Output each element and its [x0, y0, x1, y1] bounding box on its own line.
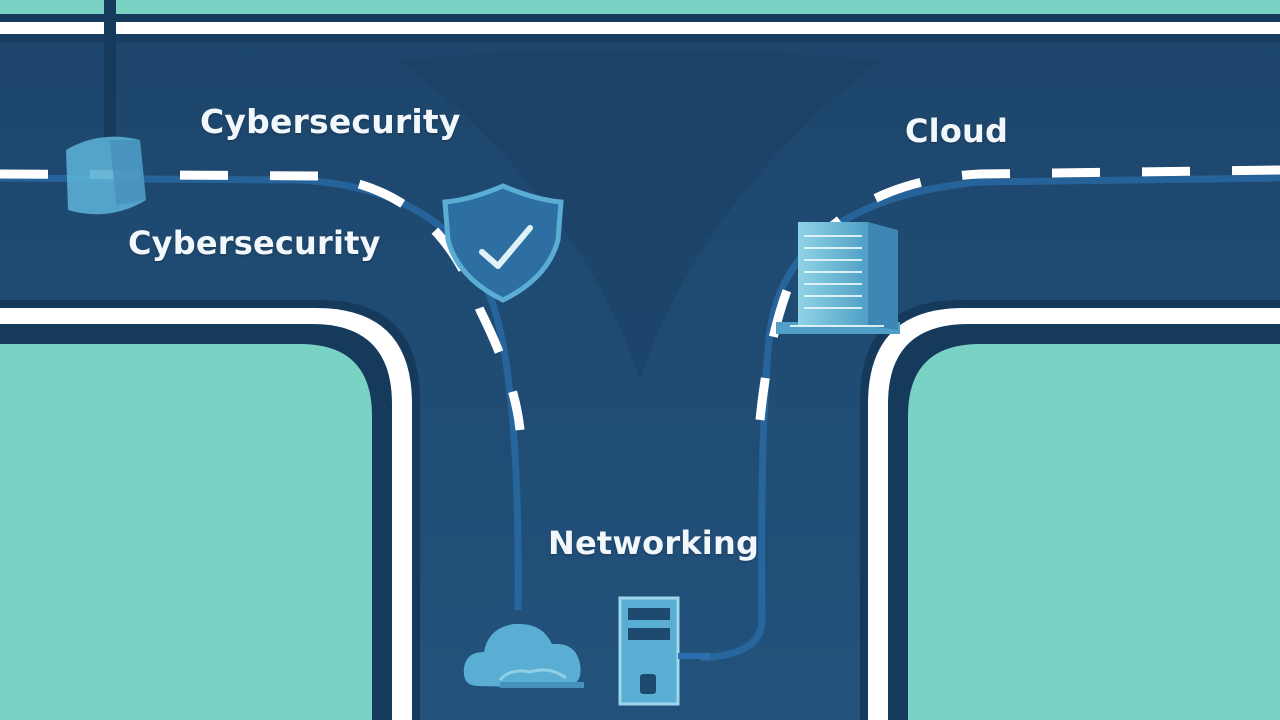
- computer-tower-icon: [618, 596, 710, 706]
- cloud-label: Cloud: [905, 112, 1009, 150]
- mailbox-icon: [66, 136, 146, 215]
- server-rack-icon: [776, 222, 900, 334]
- signal-pole: [104, 0, 116, 160]
- networking-label: Networking: [548, 524, 760, 562]
- top-grass-strip: [0, 0, 1280, 14]
- left-lane-dashes: [0, 169, 525, 431]
- top-curb-shadow: [0, 14, 1280, 22]
- cybersecurity-label-top: Cybersecurity: [200, 102, 461, 141]
- top-curb-edge: [0, 34, 1280, 42]
- median-shadow: [400, 50, 880, 380]
- shield-check-icon: [442, 183, 564, 303]
- right-grass-block: [908, 344, 1280, 720]
- cloud-icon: [463, 623, 584, 688]
- top-curb: [0, 22, 1280, 34]
- cybersecurity-label-left: Cybersecurity: [128, 224, 381, 262]
- left-grass-block: [0, 344, 372, 720]
